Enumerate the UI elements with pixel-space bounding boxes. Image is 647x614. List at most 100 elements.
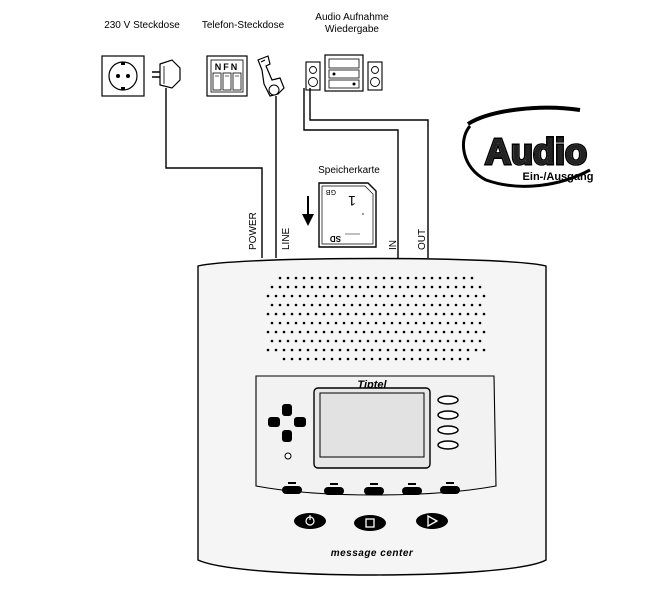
grill-hole — [350, 285, 354, 289]
grill-hole — [450, 357, 454, 361]
grill-hole — [270, 285, 274, 289]
function-key-4[interactable] — [402, 487, 422, 495]
grill-hole — [430, 285, 434, 289]
grill-hole — [318, 321, 322, 325]
grill-hole — [406, 321, 410, 325]
grill-hole — [318, 276, 322, 280]
grill-hole — [470, 285, 474, 289]
grill-hole — [350, 276, 354, 280]
grill-hole — [478, 321, 482, 325]
grill-hole — [430, 321, 434, 325]
power-icon[interactable] — [294, 513, 326, 529]
grill-hole — [394, 348, 398, 352]
soft-key-4[interactable] — [437, 440, 459, 450]
grill-hole — [406, 276, 410, 280]
grill-hole — [374, 285, 378, 289]
grill-hole — [350, 339, 354, 343]
grill-hole — [406, 303, 410, 307]
device-model-label: message center — [331, 548, 414, 559]
grill-hole — [266, 330, 270, 334]
grill-hole — [294, 303, 298, 307]
grill-hole — [438, 339, 442, 343]
grill-hole — [310, 276, 314, 280]
grill-hole — [462, 321, 466, 325]
label-power-outlet: 230 V Steckdose — [104, 20, 180, 31]
power-outlet-icon — [101, 55, 145, 97]
grill-hole — [394, 294, 398, 298]
grill-hole — [286, 285, 290, 289]
grill-hole — [330, 330, 334, 334]
grill-hole — [302, 276, 306, 280]
grill-hole — [394, 312, 398, 316]
grill-hole — [466, 330, 470, 334]
stop-icon[interactable] — [354, 515, 386, 531]
grill-hole — [474, 348, 478, 352]
grill-hole — [350, 303, 354, 307]
grill-hole — [414, 285, 418, 289]
grill-hole — [282, 330, 286, 334]
grill-hole — [390, 285, 394, 289]
grill-hole — [438, 285, 442, 289]
grill-hole — [310, 303, 314, 307]
grill-hole — [382, 285, 386, 289]
grill-hole — [398, 303, 402, 307]
soft-key-2[interactable] — [437, 410, 459, 420]
grill-hole — [470, 276, 474, 280]
audio-logo-title-fill: Audio — [485, 131, 587, 172]
grill-hole — [426, 348, 430, 352]
function-key-3[interactable] — [364, 487, 384, 495]
grill-hole — [362, 357, 366, 361]
grill-hole — [430, 303, 434, 307]
grill-hole — [346, 330, 350, 334]
grill-hole — [382, 303, 386, 307]
grill-hole — [386, 348, 390, 352]
function-key-2[interactable] — [324, 487, 344, 495]
grill-hole — [298, 357, 302, 361]
grill-hole — [346, 348, 350, 352]
grill-hole — [418, 357, 422, 361]
soft-key-1[interactable] — [437, 395, 459, 405]
grill-hole — [362, 330, 366, 334]
grill-hole — [358, 339, 362, 343]
grill-hole — [346, 294, 350, 298]
plug-icon — [152, 59, 181, 89]
function-key-1[interactable] — [282, 486, 302, 494]
grill-hole — [286, 303, 290, 307]
grill-hole — [398, 285, 402, 289]
grill-hole — [342, 339, 346, 343]
port-label-out: OUT — [417, 229, 428, 250]
grill-hole — [414, 321, 418, 325]
grill-hole — [314, 357, 318, 361]
grill-hole — [430, 276, 434, 280]
grill-hole — [302, 321, 306, 325]
soft-key-3[interactable] — [437, 425, 459, 435]
play-icon[interactable] — [416, 513, 448, 529]
grill-hole — [358, 321, 362, 325]
sd-card-unit: GB — [326, 188, 336, 195]
grill-hole — [334, 285, 338, 289]
grill-hole — [338, 294, 342, 298]
grill-hole — [442, 294, 446, 298]
grill-hole — [422, 276, 426, 280]
function-key-5[interactable] — [440, 486, 460, 494]
grill-hole — [470, 303, 474, 307]
grill-hole — [358, 303, 362, 307]
grill-hole — [330, 357, 334, 361]
grill-hole — [474, 294, 478, 298]
grill-hole — [450, 348, 454, 352]
grill-hole — [418, 294, 422, 298]
dpad-icon[interactable] — [268, 404, 306, 442]
grill-hole — [466, 312, 470, 316]
grill-hole — [290, 348, 294, 352]
grill-hole — [378, 312, 382, 316]
grill-hole — [430, 339, 434, 343]
cable-power — [165, 88, 263, 258]
grill-hole — [302, 303, 306, 307]
grill-hole — [342, 321, 346, 325]
grill-hole — [378, 357, 382, 361]
grill-hole — [426, 294, 430, 298]
grill-hole — [458, 330, 462, 334]
grill-hole — [270, 321, 274, 325]
grill-hole — [442, 348, 446, 352]
grill-hole — [306, 294, 310, 298]
